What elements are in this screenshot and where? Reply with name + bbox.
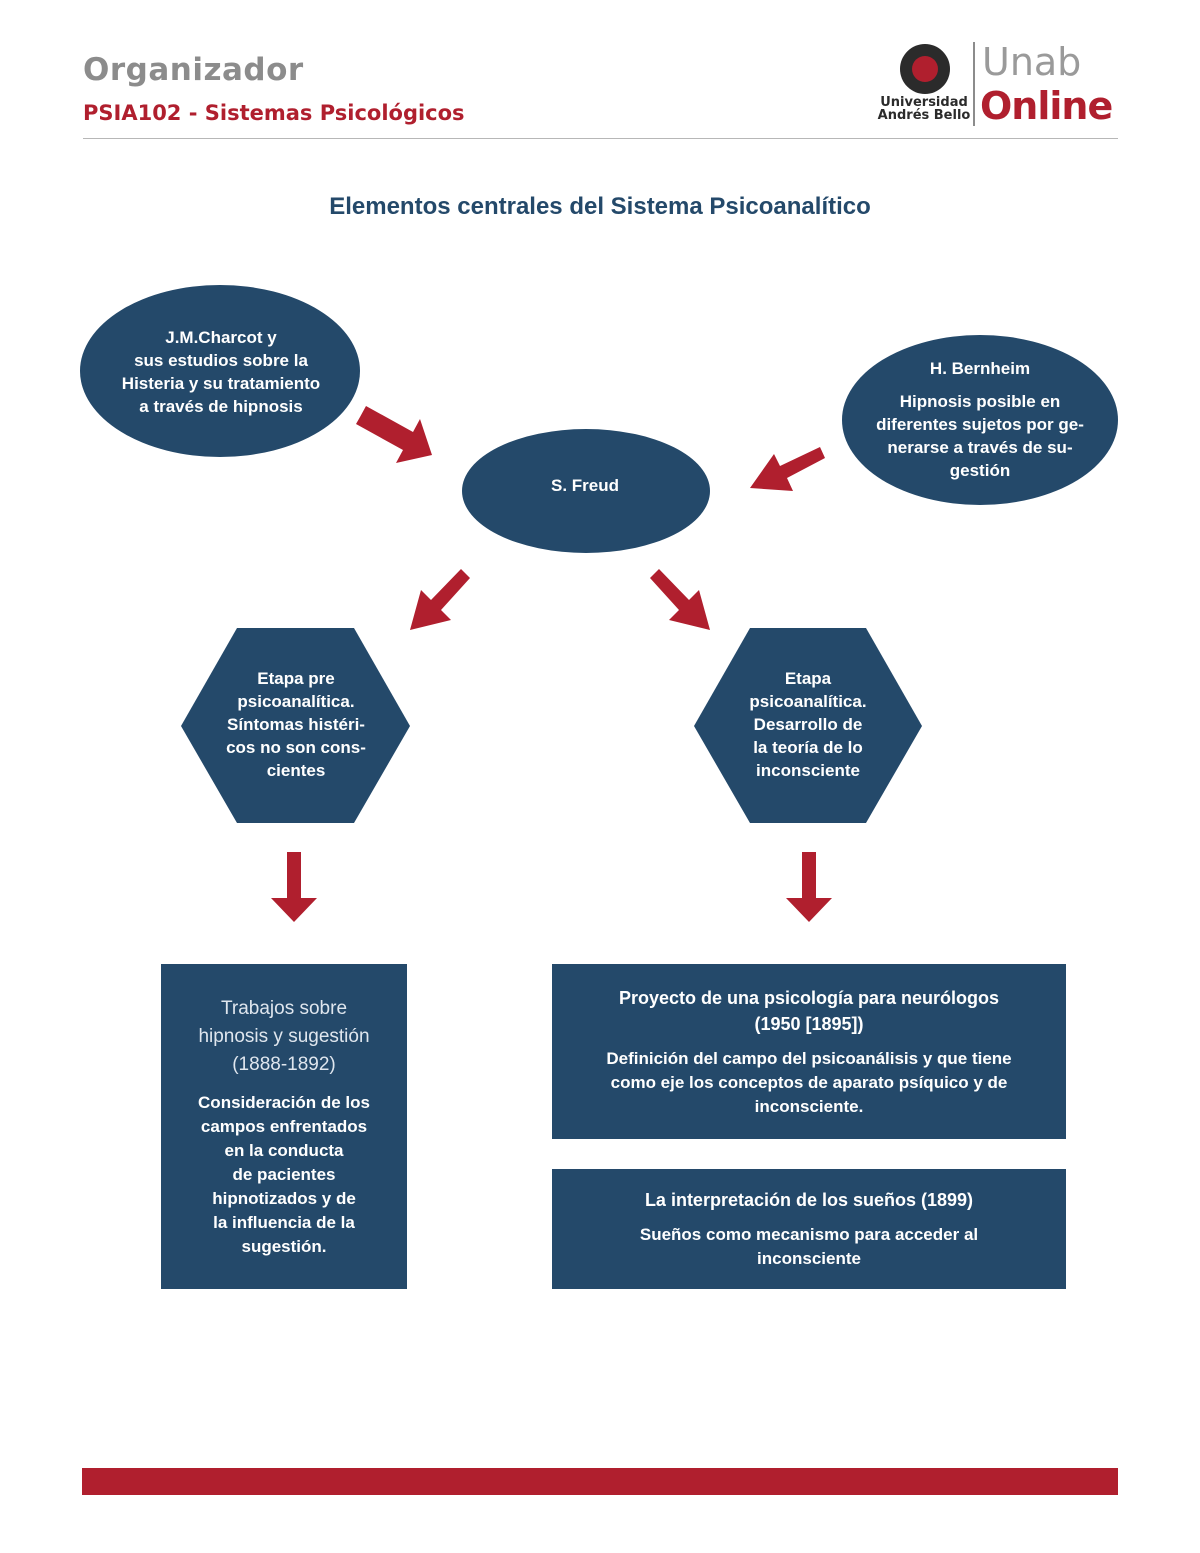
hypnosis-works-box: Trabajos sobre hipnosis y sugestión (188…: [161, 964, 407, 1289]
pre-stage-line-5: cientes: [266, 760, 326, 780]
hypnosis-works-body-6: la influencia de la: [213, 1212, 355, 1232]
university-seal-icon: [900, 44, 950, 94]
diagram-title: Elementos centrales del Sistema Psicoana…: [329, 193, 871, 220]
logo-unab-text: Unab: [982, 40, 1082, 84]
freud-ellipse: [462, 429, 710, 553]
arrow-charcot-to-freud: [356, 406, 432, 463]
project-title-1: Proyecto de una psicología para neurólog…: [618, 987, 1000, 1008]
pre-stage-line-3: Síntomas histéri-: [227, 714, 365, 734]
bernheim-line-3: nerarse a través de su-: [887, 437, 1073, 457]
stage-line-3: Desarrollo de: [753, 714, 863, 734]
project-title-2: (1950 [1895]): [754, 1013, 864, 1034]
logo-divider: [973, 42, 975, 126]
charcot-node: J.M.Charcot y sus estudios sobre la Hist…: [90, 318, 352, 426]
bernheim-line-4: gestión: [949, 460, 1011, 480]
hypnosis-works-body-2: campos enfrentados: [200, 1116, 368, 1136]
stage-line-1: Etapa: [784, 668, 832, 688]
hypnosis-works-title-3: (1888-1892): [232, 1053, 336, 1075]
bernheim-line-1: Hipnosis posible en: [899, 391, 1061, 411]
logo-online-text: Online: [980, 84, 1113, 128]
project-body-3: inconsciente.: [754, 1096, 864, 1116]
arrow-freud-to-stage: [650, 569, 710, 630]
charcot-line-2: sus estudios sobre la: [134, 351, 308, 370]
hypnosis-works-title-2: hipnosis y sugestión: [198, 1025, 370, 1047]
arrow-freud-to-pre-stage: [410, 569, 470, 630]
hypnosis-works-body-3: en la conducta: [224, 1140, 344, 1160]
project-box: Proyecto de una psicología para neurólog…: [552, 964, 1066, 1139]
pre-stage-line-4: cos no son cons-: [226, 737, 366, 757]
dreams-box: La interpretación de los sueños (1899) S…: [552, 1169, 1066, 1289]
project-body-1: Definición del campo del psicoanálisis y…: [606, 1048, 1012, 1068]
logo-university-text: Universidad Andrés Bello: [877, 95, 971, 123]
hypnosis-works-body-1: Consideración de los: [198, 1092, 370, 1112]
pre-stage-line-2: psicoanalítica.: [237, 691, 355, 711]
freud-node: S. Freud: [470, 470, 700, 500]
arrow-pre-stage-down: [271, 852, 317, 922]
pre-stage-hexagon: [181, 628, 410, 823]
stage-line-4: la teoría de lo: [753, 737, 863, 757]
project-body-2: como eje los conceptos de aparato psíqui…: [610, 1072, 1008, 1092]
hypnosis-works-body-5: hipnotizados y de: [212, 1188, 356, 1208]
header-divider: [83, 138, 1118, 139]
dreams-body-1: Sueños como mecanismo para acceder al: [639, 1225, 979, 1244]
hypnosis-works-title-1: Trabajos sobre: [220, 997, 348, 1019]
footer-bar: [82, 1468, 1118, 1495]
charcot-line-4: a través de hipnosis: [139, 397, 303, 416]
freud-label: S. Freud: [550, 475, 619, 495]
hypnosis-works-body-7: sugestión.: [241, 1236, 327, 1256]
page-title: Organizador: [83, 52, 304, 88]
course-subtitle: PSIA102 - Sistemas Psicológicos: [83, 101, 465, 125]
pre-stage-line-1: Etapa pre: [257, 668, 335, 688]
arrow-stage-down: [786, 852, 832, 922]
charcot-line-3: Histeria y su tratamiento: [121, 374, 321, 393]
stage-line-2: psicoanalítica.: [749, 691, 867, 711]
dreams-title: La interpretación de los sueños (1899): [644, 1190, 974, 1210]
charcot-line-1: J.M.Charcot y: [165, 328, 277, 347]
stage-hexagon: [694, 628, 922, 823]
stage-line-5: inconsciente: [756, 760, 860, 780]
dreams-body-2: inconsciente: [757, 1249, 861, 1268]
charcot-ellipse: [80, 285, 360, 457]
hypnosis-works-body-4: de pacientes: [232, 1164, 336, 1184]
pre-stage-node: Etapa pre psicoanalítica. Síntomas histé…: [200, 662, 392, 786]
bernheim-line-2: diferentes sujetos por ge-: [876, 414, 1084, 434]
arrow-bernheim-to-freud: [750, 447, 825, 491]
bernheim-name: H. Bernheim: [929, 358, 1031, 378]
stage-node: Etapa psicoanalítica. Desarrollo de la t…: [712, 662, 904, 786]
bernheim-node: H. Bernheim Hipnosis posible en diferent…: [846, 350, 1114, 488]
unab-online-logo: Universidad Andrés Bello Unab Online: [872, 38, 1122, 130]
bernheim-ellipse: [842, 335, 1118, 505]
